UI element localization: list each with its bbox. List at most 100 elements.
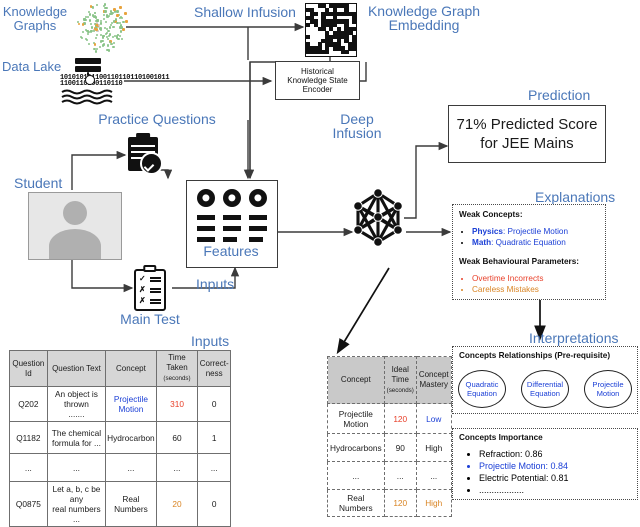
cell-concept: Projectile Motion (327, 403, 385, 434)
concept-node-projectile-motion: Projectile Motion (584, 370, 632, 408)
deep-infusion-label: Deep Infusion (318, 112, 396, 140)
historical-knowledge-state-encoder-box: Historical Knowledge State Encoder (275, 61, 360, 100)
list-item: Math: Quadratic Equation (472, 237, 599, 248)
knowledge-graphs-label-line2: Graphs (13, 18, 57, 33)
concepts-importance-heading: Concepts Importance (459, 433, 543, 442)
column-header-question-text: Question Text (46, 350, 107, 387)
table-row: Hydrocarbons 90 High (327, 433, 452, 462)
diagram-canvas: Knowledge Graphs Data Lake 1010101011001… (0, 0, 640, 508)
person-photo-icon (28, 192, 122, 260)
importance-item: Electric Potential: 0.81 (479, 473, 569, 483)
concept-node-line2: Equation (530, 389, 560, 398)
inputs-table-title: Inputs (191, 333, 230, 349)
importance-item: Projectile Motion: 0.84 (479, 461, 569, 471)
table-row: Q202 An object is thrown ....... Project… (9, 386, 231, 422)
weak-concepts-list: Physics: Projectile Motion Math: Quadrat… (459, 226, 599, 248)
kg-embedding-label-line2: Embedding (388, 17, 460, 33)
weak-concept-topic: : Quadratic Equation (491, 238, 566, 247)
cell-concept: Projectile Motion (105, 386, 157, 422)
list-item: Projectile Motion: 0.84 (479, 460, 631, 472)
cell-mastery: High (415, 489, 452, 517)
cell-question-id: Q0875 (9, 481, 48, 527)
importance-item: .................. (479, 485, 525, 495)
cell-time-taken: ... (155, 453, 199, 482)
list-item: Refraction: 0.86 (479, 448, 631, 460)
table-header-row: Concept Ideal Time (seconds) Concept Mas… (327, 356, 452, 404)
inputs-label: Inputs (196, 276, 235, 292)
concept-node-quadratic-equation: Quadratic Equation (458, 370, 506, 408)
cell-correctness: 0 (197, 386, 231, 422)
list-item: .................. (479, 484, 631, 496)
cell-time-taken: 310 (155, 386, 199, 422)
cell-ideal-time: 90 (383, 433, 417, 462)
data-lake-icon: 1010101011001101101101001011110011010011… (60, 58, 170, 106)
inputs-table: Question Id Question Text Concept Time T… (9, 350, 231, 527)
kg-embedding-label-line1: Knowledge Graph (367, 3, 481, 19)
list-item: Overtime Incorrects (472, 273, 599, 284)
network-graph-icon (75, 2, 128, 54)
concept-node-line1: Differential (526, 380, 564, 389)
cell-concept: Real Numbers (105, 481, 157, 527)
weak-behaviour-item: Careless Mistakes (472, 285, 539, 294)
prediction-box: 71% Predicted Score for JEE Mains (448, 105, 606, 163)
data-lake-label: Data Lake (2, 59, 62, 74)
cell-correctness: ... (197, 453, 231, 482)
cell-question-text: Let a, b, c be any real numbers ... (46, 481, 107, 527)
column-header-correctness: Correct- ness (197, 350, 231, 387)
concept-node-line2: Equation (467, 389, 497, 398)
student-label: Student (14, 175, 63, 191)
cell-question-id: Q1182 (9, 421, 48, 454)
column-header-ideal-time: Ideal Time (seconds) (383, 356, 417, 404)
prediction-line2: for JEE Mains (480, 135, 574, 152)
cell-concept: ... (327, 461, 385, 490)
cell-ideal-time: 120 (383, 403, 417, 434)
neural-network-icon (353, 188, 403, 247)
concepts-importance-panel: Concepts Importance Refraction: 0.86 Pro… (452, 428, 638, 500)
weak-concept-topic: : Projectile Motion (502, 227, 569, 236)
kg-embedding-label: Knowledge Graph Embedding (358, 4, 490, 32)
weak-behaviour-item: Overtime Incorrects (472, 274, 544, 283)
table-row: Q1182 The chemical formula for ... Hydro… (9, 421, 231, 454)
hkse-line2: Knowledge State (287, 76, 348, 85)
practice-questions-label: Practice Questions (98, 111, 216, 127)
column-header-time-taken: Time Taken (seconds) (155, 350, 199, 387)
cell-correctness: 1 (197, 421, 231, 454)
weak-behaviour-heading: Weak Behavioural Parameters: (459, 257, 579, 266)
interpretations-label: Interpretations (529, 330, 619, 346)
weak-concept-subject: Math (472, 238, 492, 247)
explanations-label: Explanations (535, 189, 616, 205)
cell-concept: ... (105, 453, 157, 482)
feature-grid-icon (186, 180, 278, 268)
cell-concept: Hydrocarbons (327, 433, 385, 462)
cell-concept: Real Numbers (327, 489, 385, 517)
hkse-line1: Historical (301, 67, 334, 76)
cell-question-text: ... (46, 453, 107, 482)
cell-correctness: 0 (197, 481, 231, 527)
importance-item: Refraction: 0.86 (479, 449, 543, 459)
prediction-line1: 71% Predicted Score (456, 116, 598, 133)
cell-concept: Hydrocarbon (105, 421, 157, 454)
cell-ideal-time: ... (383, 461, 417, 490)
weak-concepts-heading: Weak Concepts: (459, 210, 523, 219)
explanations-panel: Weak Concepts: Physics: Projectile Motio… (452, 204, 606, 300)
table-row: Q0875 Let a, b, c be any real numbers ..… (9, 481, 231, 527)
concepts-importance-list: Refraction: 0.86 Projectile Motion: 0.84… (459, 448, 631, 496)
concept-node-line1: Quadratic (465, 380, 499, 389)
cell-question-id: Q202 (9, 386, 48, 422)
cell-question-id: ... (9, 453, 48, 482)
checklist-clipboard-icon: ✓ ✗ ✗ (134, 265, 166, 311)
concept-node-line2: Motion (596, 389, 620, 398)
table-row: ... ... ... (327, 461, 452, 490)
concept-node-differential-equation: Differential Equation (521, 370, 569, 408)
cell-mastery: ... (415, 461, 452, 490)
column-header-question-id: Question Id (9, 350, 48, 387)
knowledge-graphs-label: Knowledge Graphs (0, 5, 70, 33)
column-header-concept: Concept (327, 356, 385, 404)
shallow-infusion-label: Shallow Infusion (194, 4, 296, 20)
hkse-line3: Encoder (302, 85, 333, 94)
deep-infusion-label-line1: Deep (340, 111, 374, 127)
concept-node-line1: Projectile (592, 380, 624, 389)
knowledge-graphs-label-line1: Knowledge (2, 4, 68, 19)
prediction-label: Prediction (528, 87, 591, 103)
table-row: Projectile Motion 120 Low (327, 403, 452, 434)
